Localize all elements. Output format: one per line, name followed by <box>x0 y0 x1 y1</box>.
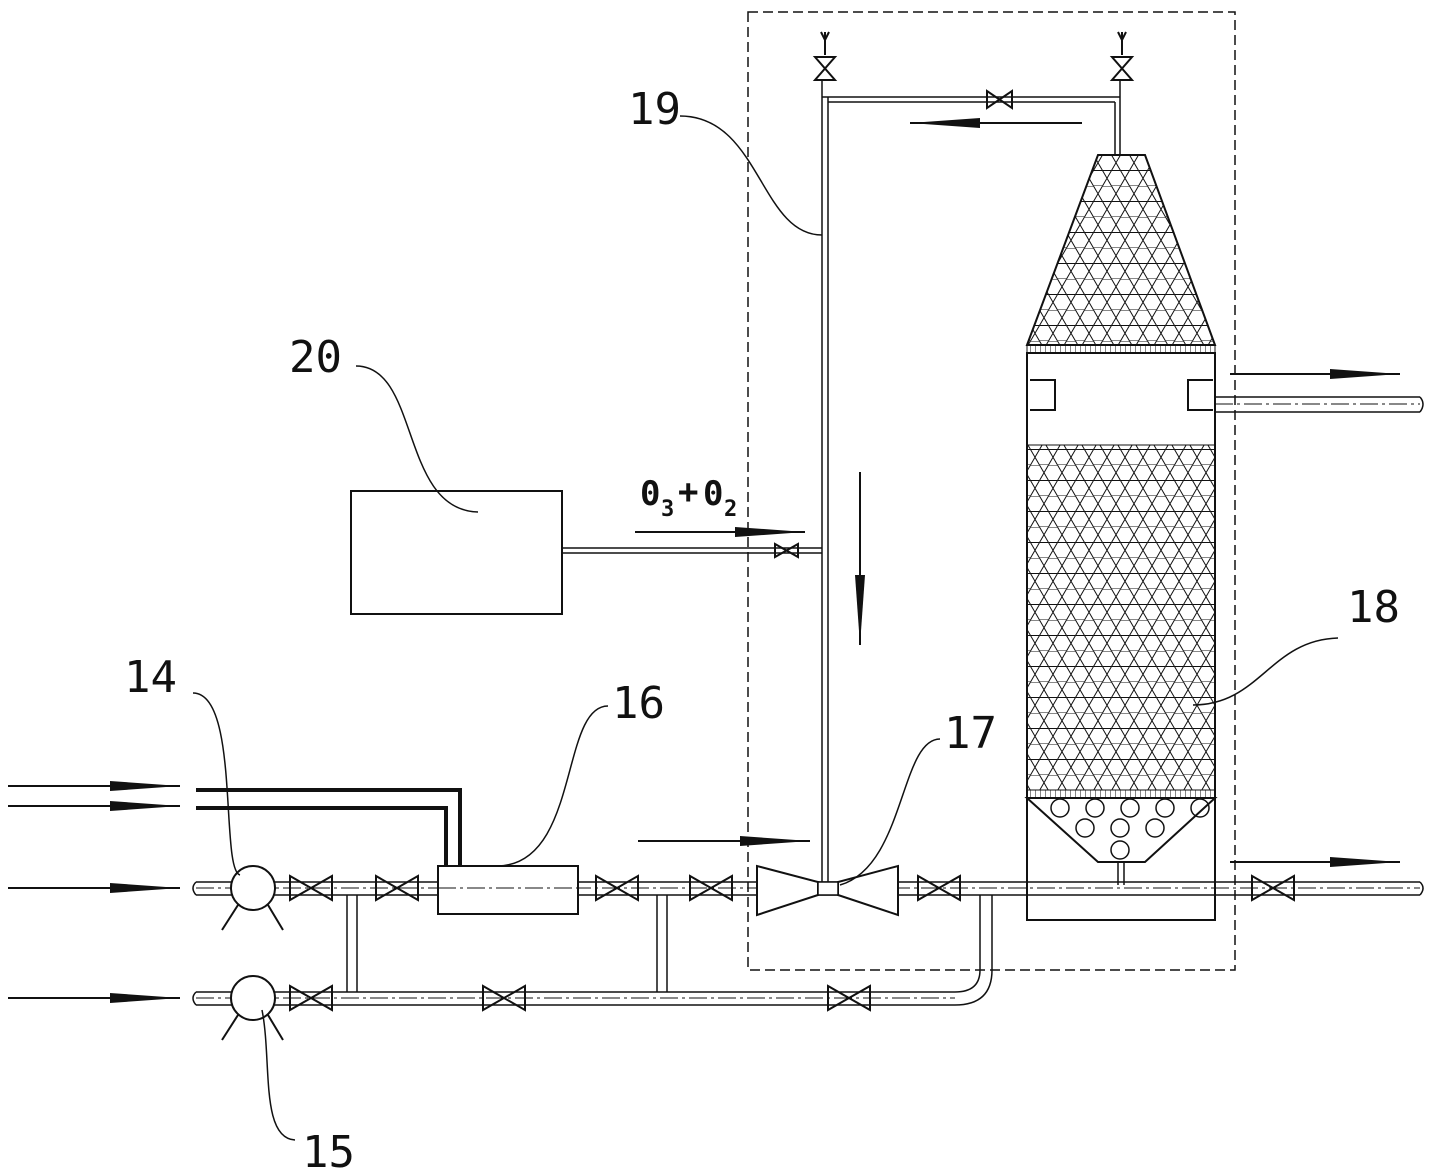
leader-lines <box>192 115 1339 1141</box>
gas-o3-sub: 3 <box>661 497 674 522</box>
flow-arrows <box>8 118 1400 1003</box>
label-16: 16 <box>612 678 665 729</box>
pump-15 <box>221 975 284 1041</box>
bypass-pipe-valves <box>289 984 871 1012</box>
vent-valve-left <box>812 31 838 81</box>
gas-o2-sub: 2 <box>724 497 737 522</box>
label-17: 17 <box>944 708 997 759</box>
ozone-valve <box>774 542 799 559</box>
gas-plus: + <box>678 472 698 512</box>
top-return-valve <box>986 89 1013 110</box>
vent-valve-right <box>1109 31 1135 81</box>
reactor-column <box>1024 154 1218 921</box>
pump-14 <box>221 865 284 931</box>
label-19: 19 <box>628 84 681 135</box>
cross-connections <box>346 895 668 992</box>
vertical-pipe-19 <box>821 80 829 885</box>
label-20: 20 <box>289 332 342 383</box>
feed-lines <box>196 788 462 866</box>
main-pipe-valves <box>289 874 1295 902</box>
gas-o3: 0 <box>640 474 660 514</box>
label-15: 15 <box>302 1127 355 1175</box>
venturi-ejector-17 <box>756 864 899 917</box>
bypass-pipe <box>192 895 993 1006</box>
mixer-16 <box>437 865 579 915</box>
upper-outlet-pipe <box>1215 396 1424 413</box>
label-14: 14 <box>124 652 177 703</box>
ozone-generator-box <box>350 490 563 615</box>
label-18: 18 <box>1347 582 1400 633</box>
gas-label: 0 3 + 0 2 <box>640 472 737 522</box>
gas-o2: 0 <box>703 474 723 514</box>
ozone-pipe <box>562 547 822 554</box>
top-return-pipe <box>822 80 1121 155</box>
